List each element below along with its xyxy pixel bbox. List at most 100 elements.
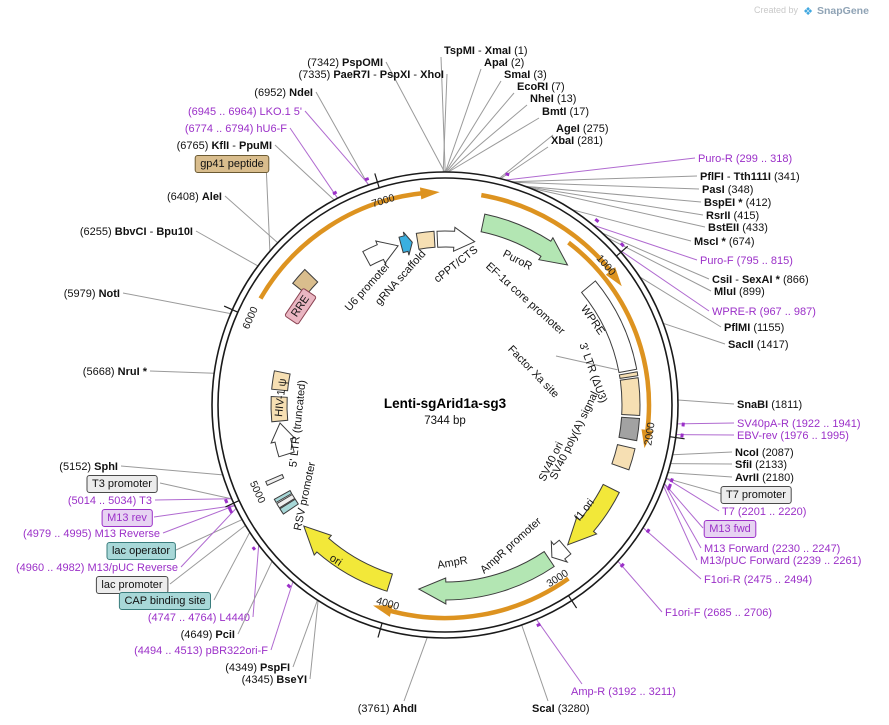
feature-lac-operator[interactable]: [273, 489, 293, 504]
feature-label-5-ltr-truncated[interactable]: 5' LTR (truncated): [287, 380, 308, 468]
callout-6952-ndei[interactable]: (6952) NdeI: [254, 87, 313, 99]
feature-label-ori[interactable]: ori: [327, 552, 344, 569]
feature-lac-promoter[interactable]: [276, 493, 296, 509]
callout-bsteii-433[interactable]: BstEII (433): [708, 222, 768, 234]
callout-f1ori-f-2685-2706[interactable]: F1ori-F (2685 .. 2706): [665, 607, 772, 619]
feature-f1-ori[interactable]: [566, 483, 620, 546]
primer-mark[interactable]: [619, 562, 625, 568]
primer-mark[interactable]: [505, 172, 510, 177]
callout-amp-r-3192-3211[interactable]: Amp-R (3192 .. 3211): [571, 686, 676, 698]
callout-gp41-peptide[interactable]: gp41 peptide: [194, 155, 270, 173]
callout-4960-4982-m13-puc-reverse[interactable]: (4960 .. 4982) M13/pUC Reverse: [16, 562, 178, 574]
primer-mark[interactable]: [680, 433, 684, 438]
primer-mark[interactable]: [251, 546, 257, 551]
callout-f1ori-r-2475-2494[interactable]: F1ori-R (2475 .. 2494): [704, 574, 812, 586]
callout-ebv-rev-1976-1995[interactable]: EBV-rev (1976 .. 1995): [737, 430, 849, 442]
callout-t7-2201-2220[interactable]: T7 (2201 .. 2220): [722, 506, 806, 518]
feature-label-rre[interactable]: RRE: [284, 288, 317, 325]
feature-factor-xa-site[interactable]: [618, 371, 639, 379]
callout-pflfi-tth111i-341[interactable]: PflFI - Tth111I (341): [700, 171, 800, 183]
callout-m13-rev[interactable]: M13 rev: [101, 509, 153, 527]
feature-label-puror[interactable]: PuroR: [501, 248, 534, 273]
callout-snabi-1811[interactable]: SnaBI (1811): [737, 399, 802, 411]
callout-pflmi-1155[interactable]: PflMI (1155): [724, 322, 784, 334]
feature-sv40-poly-a-signal[interactable]: [618, 416, 641, 442]
callout-ncoi-2087[interactable]: NcoI (2087): [735, 447, 794, 459]
primer-mark[interactable]: [332, 190, 338, 196]
callout-apai-2[interactable]: ApaI (2): [484, 57, 524, 69]
callout-box-m13-fwd[interactable]: [703, 520, 757, 538]
callout-box-t7-promoter[interactable]: [720, 486, 792, 504]
callout-6765-kfli-ppumi[interactable]: (6765) KflI - PpuMI: [177, 140, 272, 152]
callout-tspmi-xmai-1[interactable]: TspMI - XmaI (1): [444, 45, 528, 57]
callout-scai-3280[interactable]: ScaI (3280): [532, 703, 590, 715]
feature-label-factor-xa-site[interactable]: Factor Xa site: [505, 343, 561, 400]
callout-box-t3-promoter[interactable]: [86, 475, 158, 493]
callout-box-cap-binding-site[interactable]: [118, 592, 211, 610]
callout-mlui-899[interactable]: MluI (899): [714, 286, 765, 298]
callout-3761-ahdi[interactable]: (3761) AhdI: [358, 703, 417, 715]
primer-mark[interactable]: [594, 218, 600, 223]
primer-mark[interactable]: [364, 177, 370, 182]
callout-lac-promoter[interactable]: lac promoter: [95, 576, 169, 594]
callout-bmti-17[interactable]: BmtI (17): [542, 106, 589, 118]
callout-csii-sexai-866[interactable]: CsiI - SexAI * (866): [712, 274, 809, 286]
callout-smai-3[interactable]: SmaI (3): [504, 69, 547, 81]
feature-label-hiv-1[interactable]: HIV-1 ψ: [273, 378, 289, 418]
feature-wpre[interactable]: [580, 280, 638, 374]
feature-5-ltr-truncated[interactable]: [270, 395, 289, 423]
callout-6774-6794-hu6-f[interactable]: (6774 .. 6794) hU6-F: [185, 123, 287, 135]
feature-cap-binding-site[interactable]: [279, 498, 299, 515]
callout-ecori-7[interactable]: EcoRI (7): [517, 81, 565, 93]
feature-ori[interactable]: [302, 525, 394, 592]
callout-sacii-1417[interactable]: SacII (1417): [728, 339, 789, 351]
feature-ampr-promoter[interactable]: [550, 539, 572, 563]
callout-4345-bseyi[interactable]: (4345) BseYI: [242, 674, 307, 686]
callout-4349-pspfi[interactable]: (4349) PspFI: [225, 662, 290, 674]
callout-4979-4995-m13-reverse[interactable]: (4979 .. 4995) M13 Reverse: [23, 528, 160, 540]
callout-pasi-348[interactable]: PasI (348): [702, 184, 753, 196]
callout-wpre-r-967-987[interactable]: WPRE-R (967 .. 987): [712, 306, 816, 318]
feature-ef-1-core-promoter[interactable]: [436, 226, 476, 252]
callout-box-lac-operator[interactable]: [106, 542, 176, 560]
primer-mark[interactable]: [227, 505, 232, 511]
callout-5014-5034-t3[interactable]: (5014 .. 5034) T3: [68, 495, 152, 507]
callout-4494-4513-pbr322ori-f[interactable]: (4494 .. 4513) pBR322ori-F: [134, 645, 268, 657]
callout-nhei-13[interactable]: NheI (13): [530, 93, 576, 105]
callout-sv40pa-r-1922-1941[interactable]: SV40pA-R (1922 .. 1941): [737, 418, 861, 430]
feature-hiv-1[interactable]: [271, 370, 291, 392]
feature-u6-promoter[interactable]: [362, 240, 399, 267]
feature-label-box-rre[interactable]: [284, 288, 317, 325]
primer-mark[interactable]: [224, 498, 229, 504]
primer-mark[interactable]: [619, 242, 625, 248]
primer-mark[interactable]: [536, 622, 542, 628]
feature-puror[interactable]: [480, 213, 569, 266]
callout-5152-sphi[interactable]: (5152) SphI: [59, 461, 118, 473]
callout-avrii-2180[interactable]: AvrII (2180): [735, 472, 794, 484]
callout-xbai-281[interactable]: XbaI (281): [551, 135, 603, 147]
callout-4649-pcii[interactable]: (4649) PciI: [181, 629, 235, 641]
callout-7335-paer7i-pspxi-xhoi[interactable]: (7335) PaeR7I - PspXI - XhoI: [298, 69, 444, 81]
feature-cppt-cts[interactable]: [415, 230, 436, 250]
feature-3-ltr-u3[interactable]: [619, 377, 641, 417]
callout-t3-promoter[interactable]: T3 promoter: [86, 475, 158, 493]
feature-sv40-ori[interactable]: [611, 443, 636, 471]
callout-puro-r-299-318[interactable]: Puro-R (299 .. 318): [698, 153, 792, 165]
callout-6255-bbvci-bpu10i[interactable]: (6255) BbvCI - Bpu10I: [80, 226, 193, 238]
callout-bspei-412[interactable]: BspEI * (412): [704, 197, 771, 209]
feature-ampr[interactable]: [417, 550, 555, 605]
callout-box-m13-rev[interactable]: [101, 509, 153, 527]
callout-m13-fwd[interactable]: M13 fwd: [703, 520, 757, 538]
feature-grna-scaffold[interactable]: [398, 231, 413, 256]
callout-5668-nrui[interactable]: (5668) NruI *: [83, 366, 148, 378]
feature-label-ampr[interactable]: AmpR: [436, 554, 468, 571]
callout-msci-674[interactable]: MscI * (674): [694, 236, 755, 248]
callout-6408-alei[interactable]: (6408) AleI: [167, 191, 222, 203]
callout-agei-275[interactable]: AgeI (275): [556, 123, 609, 135]
feature-t3-promoter[interactable]: [265, 473, 285, 486]
callout-box-gp41-peptide[interactable]: [194, 155, 270, 173]
feature-rsv-promoter[interactable]: [270, 422, 296, 458]
callout-t7-promoter[interactable]: T7 promoter: [720, 486, 792, 504]
primer-mark[interactable]: [228, 508, 234, 514]
callout-cap-binding-site[interactable]: CAP binding site: [118, 592, 211, 610]
